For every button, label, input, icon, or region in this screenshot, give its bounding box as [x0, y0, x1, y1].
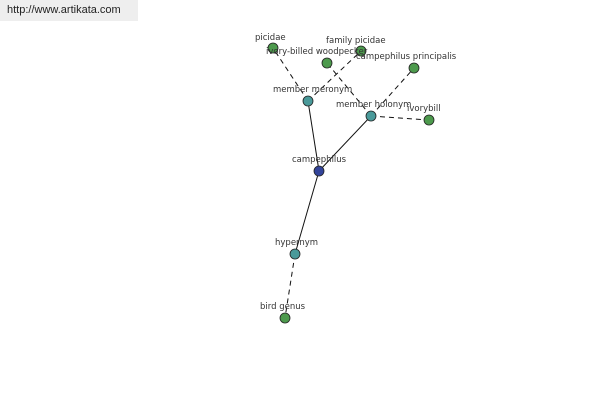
edge-campephilus-to-member-holonym	[318, 115, 372, 172]
node-label-ivory-billed-woodpecker: ivory-billed woodpecker	[266, 47, 368, 57]
node-label-campephilus-principalis: campephilus principalis	[356, 52, 457, 62]
node-label-picidae: picidae	[255, 33, 286, 43]
edge-member-holonym-to-campephilus-principalis	[370, 67, 415, 117]
node-label-bird-genus: bird genus	[260, 302, 306, 312]
node-ivory-billed-woodpecker[interactable]	[321, 57, 333, 69]
node-label-ivorybill: ivorybill	[407, 104, 441, 114]
site-url-banner[interactable]: http://www.artikata.com	[0, 0, 138, 21]
edge-member-holonym-to-ivorybill	[370, 115, 430, 121]
node-family-picidae[interactable]	[355, 45, 367, 57]
node-ivorybill[interactable]	[423, 114, 435, 126]
node-hypernym[interactable]	[289, 248, 301, 260]
node-label-family-picidae: family picidae	[326, 36, 386, 46]
node-campephilus-principalis[interactable]	[408, 62, 420, 74]
edge-campephilus-to-member-meronym	[307, 100, 320, 172]
node-member-holonym[interactable]	[365, 110, 377, 122]
node-label-hypernym: hypernym	[275, 238, 318, 248]
node-picidae[interactable]	[267, 42, 279, 54]
labels-layer: campephilus member meronym member holonym h…	[255, 33, 457, 312]
edge-member-meronym-to-picidae	[272, 47, 309, 102]
edge-campephilus-to-hypernym	[294, 170, 320, 255]
node-label-campephilus: campephilus	[292, 155, 347, 165]
edge-hypernym-to-bird-genus	[284, 253, 296, 319]
edges-layer	[272, 47, 430, 319]
edge-member-meronym-to-family-picidae	[307, 50, 362, 102]
node-campephilus[interactable]	[313, 165, 325, 177]
edge-member-holonym-to-ivory-billed-woodpecker	[326, 62, 372, 117]
node-member-meronym[interactable]	[302, 95, 314, 107]
nodes-layer	[267, 42, 435, 324]
node-bird-genus[interactable]	[279, 312, 291, 324]
node-label-member-meronym: member meronym	[273, 85, 352, 95]
node-label-member-holonym: member holonym	[336, 100, 411, 110]
